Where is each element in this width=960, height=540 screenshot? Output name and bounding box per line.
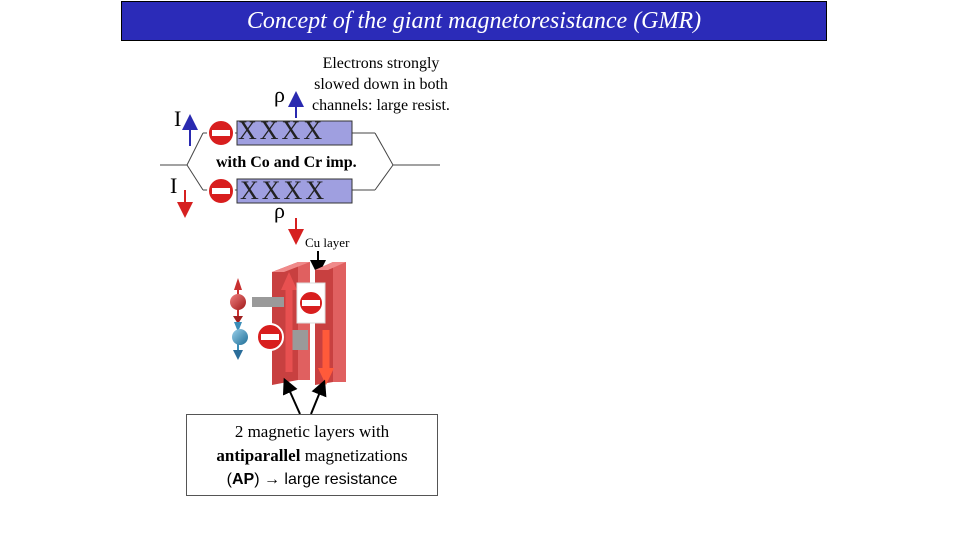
electron-in-cu-layer (296, 282, 326, 324)
ap-callout-box: 2 magnetic layers with antiparallel magn… (186, 414, 438, 496)
top-note-line-2: slowed down in both (314, 76, 448, 93)
top-note-line-1: Electrons strongly (322, 55, 440, 72)
electron-symbol-lower (207, 177, 235, 205)
current-label-lower: I (170, 173, 178, 198)
callout-pointer-right (310, 379, 327, 415)
impurity-marks-upper: XXXX (238, 116, 326, 145)
upper-channel (236, 120, 353, 146)
callout-line-2: antiparallel magnetizations (187, 444, 437, 468)
spin-down-electron-icon (232, 322, 248, 360)
callout-line-3: (AP) → large resistance (187, 468, 437, 492)
callout-ap: AP (231, 471, 255, 488)
callout-paren-open: ( (226, 471, 232, 488)
callout-large-resistance: ) → large resistance (254, 471, 398, 488)
top-note-line-3: channels: large resist. (312, 97, 450, 114)
electron-symbol-upper (207, 119, 235, 147)
lower-channel (236, 178, 353, 204)
electron-symbol-magnet (256, 323, 284, 351)
callout-antiparallel: antiparallel (216, 446, 301, 465)
rho-label-lower: ρ (274, 198, 285, 223)
title-bar: Concept of the giant magnetoresistance (… (121, 1, 827, 41)
rho-label-upper: ρ (274, 82, 285, 107)
page-title: Concept of the giant magnetoresistance (… (246, 8, 702, 34)
impurity-label: with Co and Cr imp. (216, 154, 357, 171)
callout-magnetizations: magnetizations (300, 446, 408, 465)
spin-up-electron-icon (230, 278, 246, 324)
cu-layer-label: Cu layer (305, 235, 350, 250)
current-label-upper: I (174, 106, 182, 131)
callout-pointer-left (282, 377, 301, 415)
top-note: Electrons strongly slowed down in both c… (296, 53, 466, 116)
impurity-marks-lower: XXXX (240, 176, 328, 205)
grey-rod-upper (252, 297, 284, 307)
callout-line-1: 2 magnetic layers with (234, 422, 390, 441)
